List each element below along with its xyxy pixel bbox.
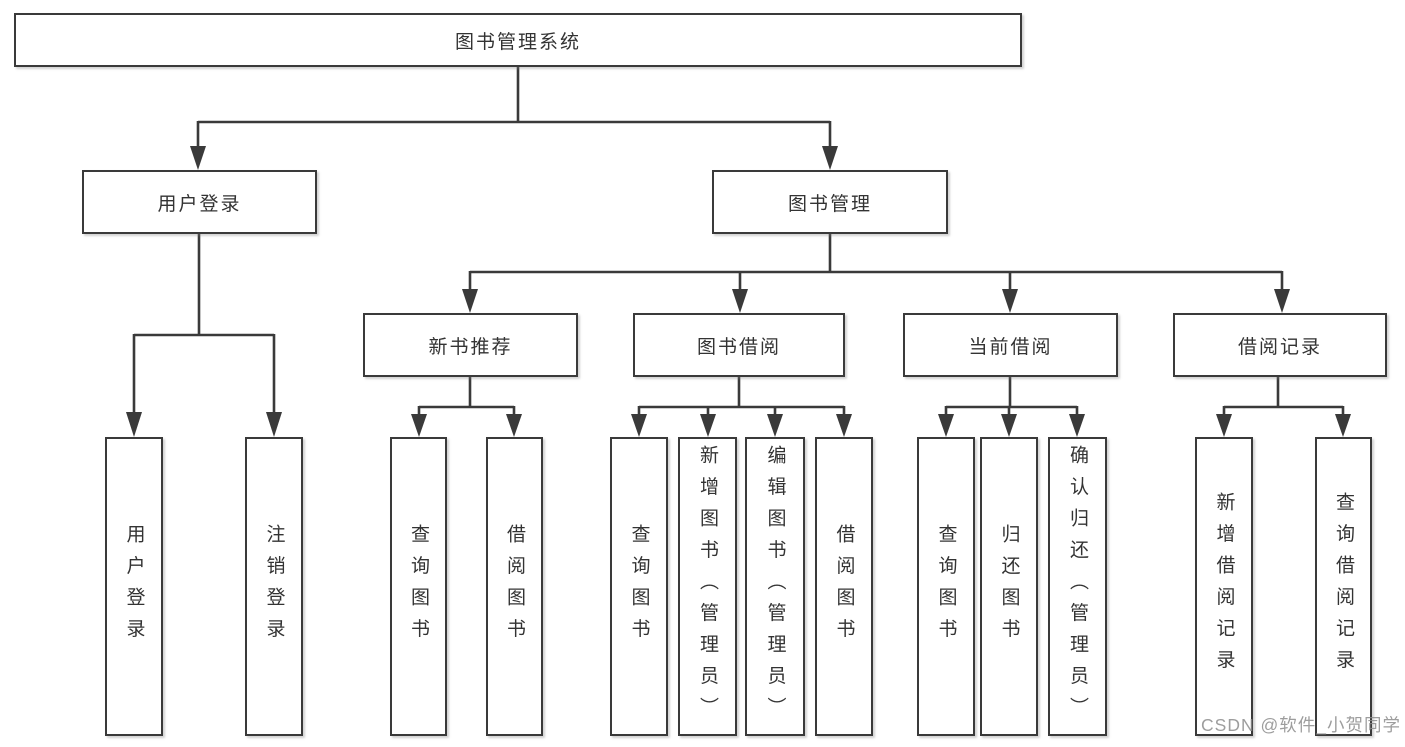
- leaf-recommend-search-books-label: 查询图书: [408, 523, 429, 650]
- node-book-borrowing: 图书借阅: [633, 313, 845, 377]
- leaf-confirm-return-admin: 确认归还（管理员）: [1048, 437, 1107, 736]
- leaf-current-search-books: 查询图书: [917, 437, 975, 736]
- leaf-return-books: 归还图书: [980, 437, 1038, 736]
- leaf-recommend-search-books: 查询图书: [390, 437, 447, 736]
- csdn-watermark: CSDN @软件_小贺同学: [1201, 715, 1401, 735]
- leaf-add-borrow-record-label: 新增借阅记录: [1213, 492, 1235, 681]
- leaf-recommend-borrow-books: 借阅图书: [486, 437, 543, 736]
- leaf-add-books-admin: 新增图书（管理员）: [678, 437, 737, 736]
- leaf-recommend-borrow-books-label: 借阅图书: [504, 523, 525, 650]
- leaf-search-borrow-record-label: 查询借阅记录: [1333, 492, 1354, 681]
- node-book-management: 图书管理: [712, 170, 948, 234]
- node-borrow-records-label: 借阅记录: [1237, 336, 1322, 358]
- leaf-search-borrow-record: 查询借阅记录: [1315, 437, 1372, 736]
- node-current-borrowing: 当前借阅: [903, 313, 1118, 377]
- leaf-user-login: 用户登录: [105, 437, 163, 736]
- leaf-current-search-books-label: 查询图书: [935, 523, 957, 650]
- leaf-confirm-return-admin-label: 确认归还（管理员）: [1067, 444, 1088, 729]
- leaf-logout-label: 注销登录: [263, 523, 285, 650]
- leaf-borrowing-search-books-label: 查询图书: [628, 523, 650, 650]
- node-borrow-records: 借阅记录: [1173, 313, 1387, 377]
- node-book-borrowing-label: 图书借阅: [696, 336, 781, 358]
- node-book-management-label: 图书管理: [787, 193, 872, 215]
- leaf-borrowing-borrow-books-label: 借阅图书: [833, 523, 855, 650]
- leaf-add-books-admin-label: 新增图书（管理员）: [697, 444, 718, 729]
- node-user-login: 用户登录: [82, 170, 317, 234]
- leaf-borrowing-search-books: 查询图书: [610, 437, 668, 736]
- node-library-system: 图书管理系统: [14, 13, 1022, 67]
- leaf-edit-books-admin-label: 编辑图书（管理员）: [764, 444, 786, 729]
- leaf-add-borrow-record: 新增借阅记录: [1195, 437, 1253, 736]
- leaf-borrowing-borrow-books: 借阅图书: [815, 437, 873, 736]
- leaf-user-login-label: 用户登录: [123, 523, 145, 650]
- leaf-return-books-label: 归还图书: [998, 523, 1020, 650]
- node-new-book-recommend-label: 新书推荐: [428, 336, 513, 358]
- node-current-borrowing-label: 当前借阅: [968, 336, 1053, 358]
- node-new-book-recommend: 新书推荐: [363, 313, 578, 377]
- leaf-logout: 注销登录: [245, 437, 303, 736]
- node-library-system-label: 图书管理系统: [454, 31, 581, 53]
- leaf-edit-books-admin: 编辑图书（管理员）: [745, 437, 805, 736]
- node-user-login-label: 用户登录: [157, 193, 242, 215]
